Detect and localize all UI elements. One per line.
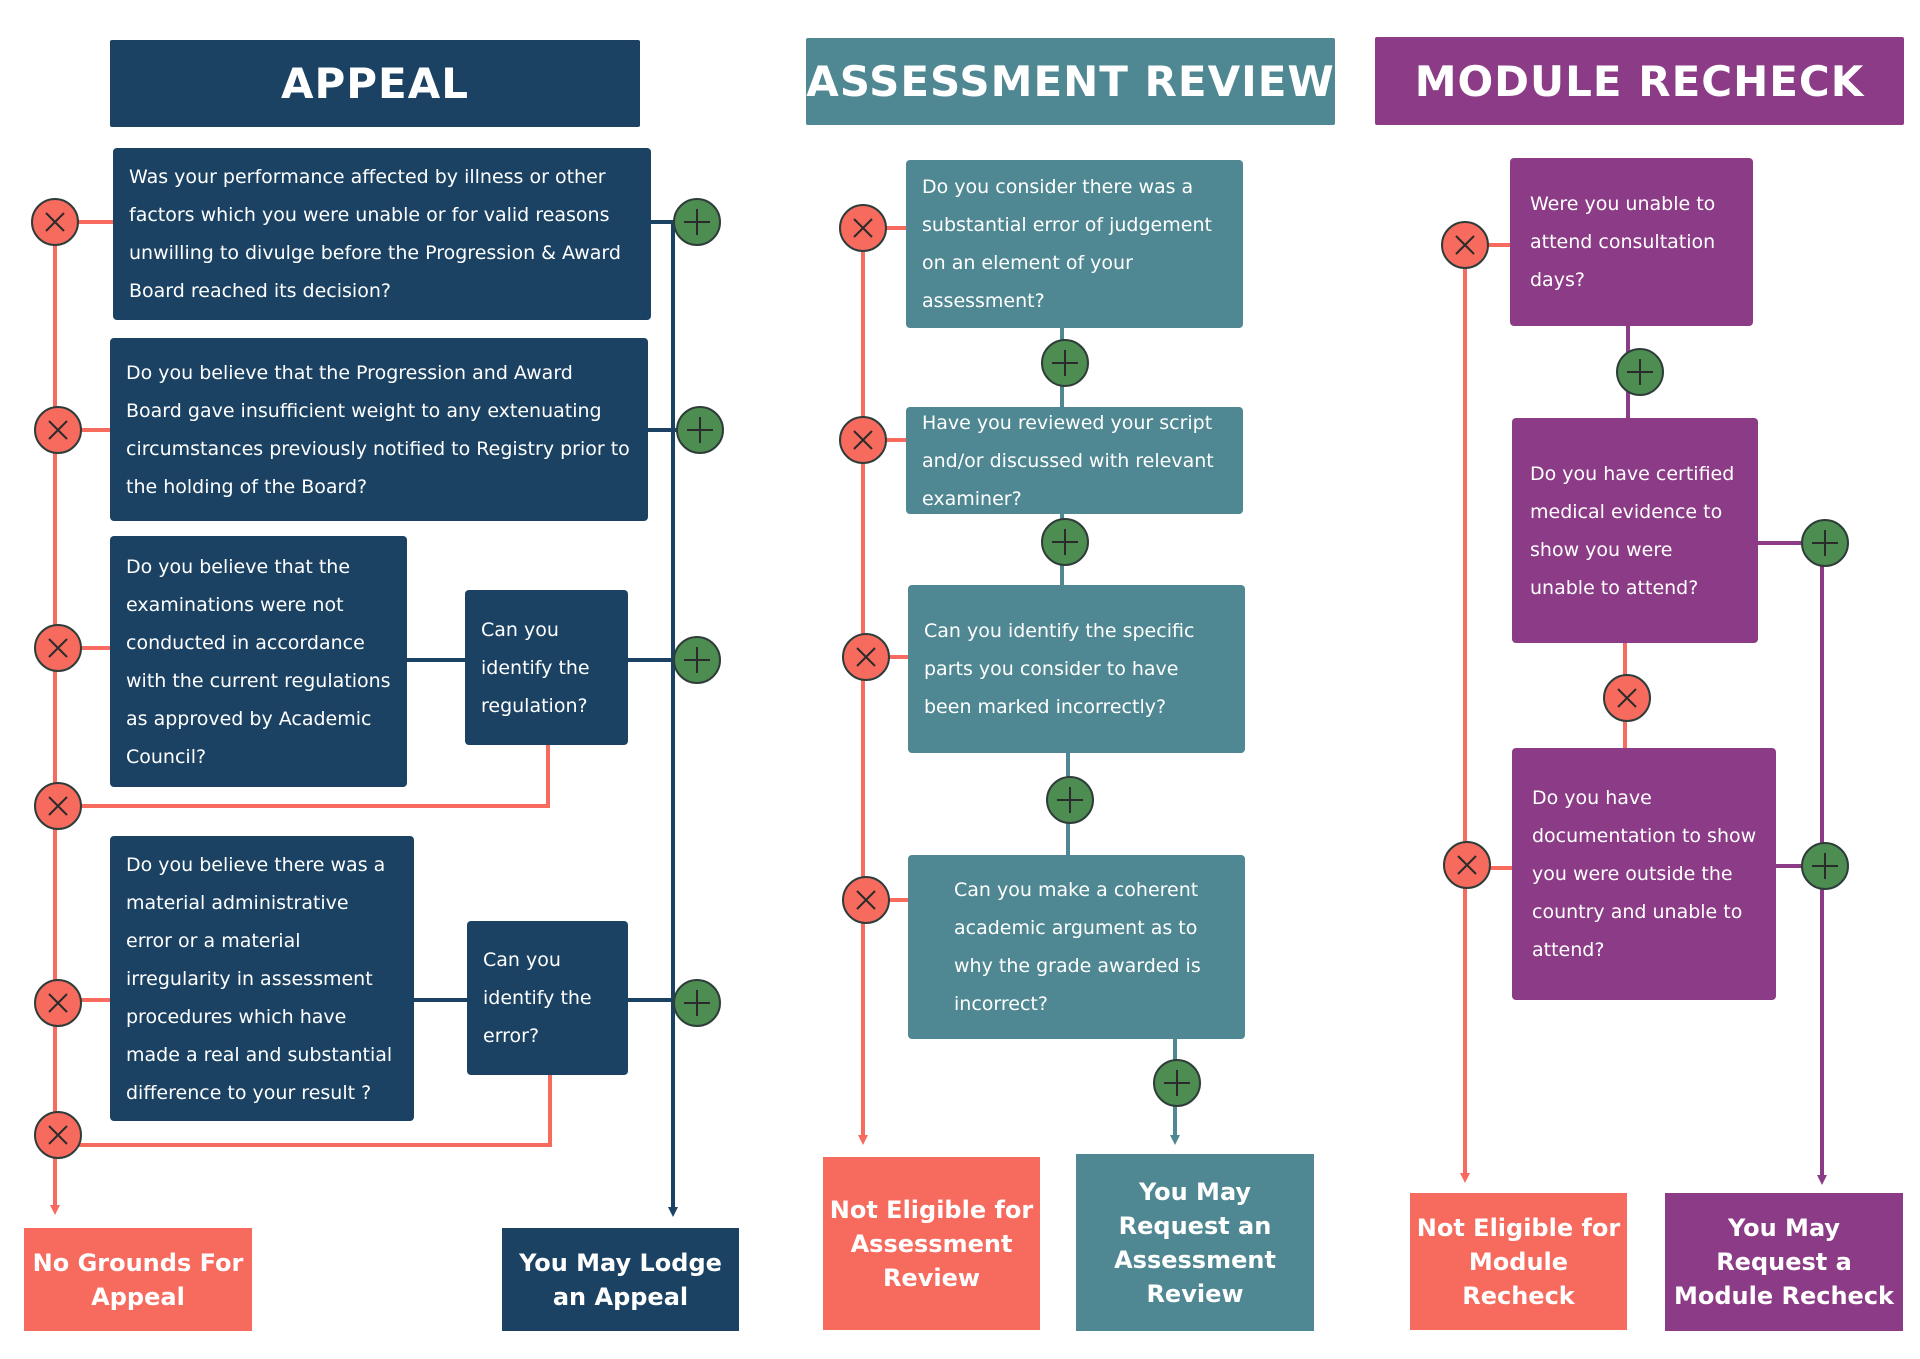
module-question-outside-country: Do you have documentation to show you we… xyxy=(1512,748,1776,1000)
assessment-question-error-of-judgement: Do you consider there was a substantial … xyxy=(906,160,1243,328)
assessment-q1-no-node xyxy=(839,204,887,252)
assessment-q3-no-node xyxy=(842,633,890,681)
assessment-q4-no-node xyxy=(842,876,890,924)
appeal-header: APPEAL xyxy=(110,40,640,127)
assessment-outcome-request: You May Request an Assessment Review xyxy=(1076,1154,1314,1331)
module-question-unable-to-attend: Were you unable to attend consultation d… xyxy=(1510,158,1753,326)
appeal-q3-yes-node xyxy=(673,636,721,684)
module-q1-yes-node xyxy=(1616,348,1664,396)
assessment-q4-yes-node xyxy=(1153,1059,1201,1107)
appeal-q2-no-node xyxy=(34,406,82,454)
appeal-question-illness: Was your performance affected by illness… xyxy=(113,148,651,320)
appeal-q3-follow-no-node xyxy=(34,782,82,830)
assessment-question-identify-parts: Can you identify the specific parts you … xyxy=(908,585,1245,753)
appeal-q3-no-node xyxy=(34,624,82,672)
assessment-question-academic-argument: Can you make a coherent academic argumen… xyxy=(908,855,1245,1039)
appeal-q3-follow-no-link xyxy=(55,745,550,808)
appeal-question-identify-regulation: Can you identify the regulation? xyxy=(465,590,628,745)
module-q2-no-node xyxy=(1603,674,1651,722)
assessment-q2-no-node xyxy=(839,416,887,464)
assessment-outcome-not-eligible: Not Eligible for Assessment Review xyxy=(823,1157,1040,1330)
module-q1-no-node xyxy=(1441,221,1489,269)
appeal-question-regulations: Do you believe that the examinations wer… xyxy=(110,536,407,787)
appeal-question-identify-error: Can you identify the error? xyxy=(467,921,628,1075)
appeal-q4-follow-no-link xyxy=(55,1075,552,1147)
module-q3-yes-node xyxy=(1801,842,1849,890)
assessment-q2-yes-node xyxy=(1041,518,1089,566)
appeal-q4-yes-node xyxy=(673,979,721,1027)
assessment-q3-yes-node xyxy=(1046,776,1094,824)
module-outcome-request: You May Request a Module Recheck xyxy=(1665,1193,1903,1331)
appeal-question-extenuating: Do you believe that the Progression and … xyxy=(110,338,648,521)
module-recheck-header: MODULE RECHECK xyxy=(1375,37,1904,125)
module-q3-no-node xyxy=(1443,841,1491,889)
module-outcome-not-eligible: Not Eligible for Module Recheck xyxy=(1410,1193,1627,1330)
appeal-q2-yes-node xyxy=(676,406,724,454)
assessment-review-header: ASSESSMENT REVIEW xyxy=(806,38,1335,125)
assessment-q1-yes-node xyxy=(1041,339,1089,387)
appeal-q4-no-node xyxy=(34,979,82,1027)
module-question-medical-evidence: Do you have certified medical evidence t… xyxy=(1512,418,1758,643)
appeal-q1-no-node xyxy=(31,198,79,246)
appeal-outcome-no-grounds: No Grounds For Appeal xyxy=(24,1228,252,1331)
module-q2-yes-node xyxy=(1801,519,1849,567)
appeal-q1-yes-node xyxy=(673,198,721,246)
appeal-q4-follow-no-node xyxy=(34,1111,82,1159)
assessment-question-reviewed-script: Have you reviewed your script and/or dis… xyxy=(906,407,1243,514)
appeal-question-admin-error: Do you believe there was a material admi… xyxy=(110,836,414,1121)
appeal-outcome-lodge: You May Lodge an Appeal xyxy=(502,1228,739,1331)
